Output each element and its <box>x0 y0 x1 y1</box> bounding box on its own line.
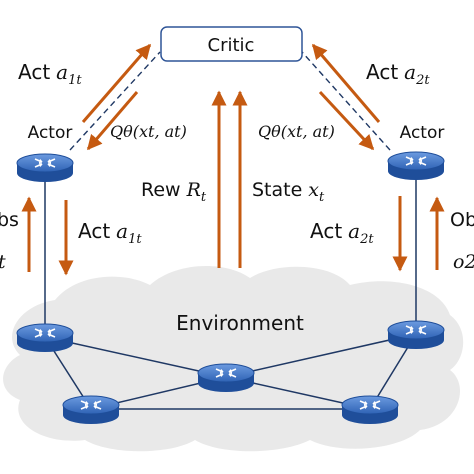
arrow-act-a2t-to-critic <box>311 43 381 123</box>
actor-critic-dashed-links <box>69 51 391 151</box>
router-icon-env-right <box>387 320 445 350</box>
arrow-q-to-right-actor <box>318 90 375 151</box>
flow-arrows <box>21 43 445 276</box>
router-icon-env-bottom-right <box>341 395 399 425</box>
q-right-label: Qθ(xt, at) <box>258 122 335 141</box>
router-icon-env-center <box>197 363 255 393</box>
router-icon-env-left <box>16 323 74 353</box>
router-icon-right-actor <box>387 151 445 181</box>
environment-label: Environment <box>176 311 304 335</box>
obs-right-line1: Ob <box>450 209 474 231</box>
obs-left-line2: t <box>0 251 6 273</box>
arrow-act-a1t-to-critic <box>81 43 152 123</box>
critic-label: Critic <box>208 35 255 56</box>
actor-right-label: Actor <box>400 123 445 143</box>
arrow-q-to-left-actor <box>86 91 139 151</box>
critic-box: Critic <box>160 26 303 62</box>
router-icon-env-bottom-left <box>62 395 120 425</box>
obs-right-line2: o2 <box>453 251 474 273</box>
obs-left-line1: bs <box>0 209 19 231</box>
router-icon-left-actor <box>16 153 74 183</box>
environment-cloud <box>3 265 464 452</box>
actor-left-label: Actor <box>28 123 73 143</box>
q-left-label: Qθ(xt, at) <box>110 122 187 141</box>
